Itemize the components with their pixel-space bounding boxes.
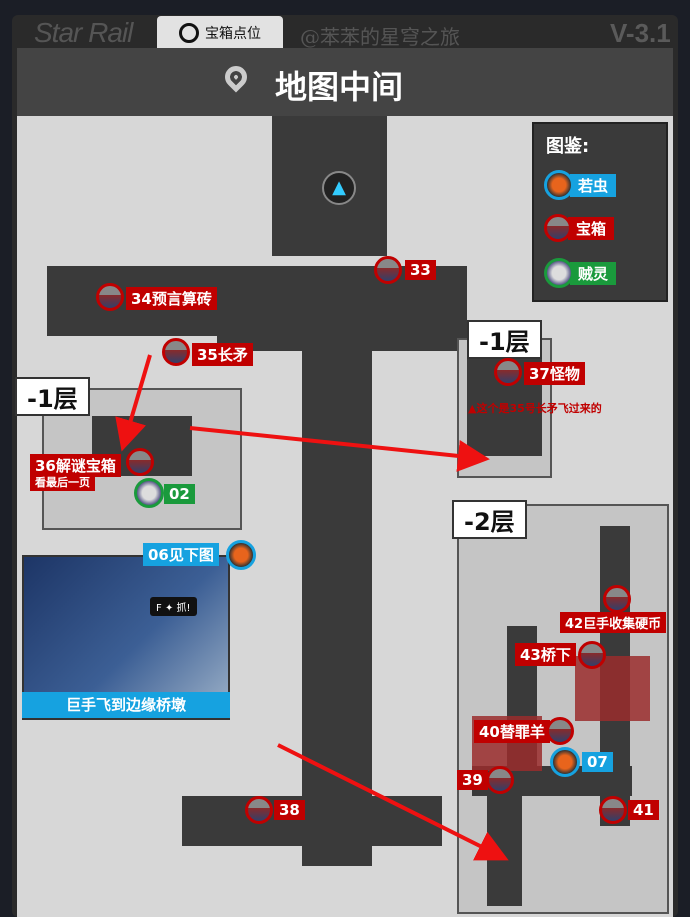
marker-02[interactable]: 02: [164, 484, 195, 504]
corridor: [217, 266, 467, 351]
route-arrow: [115, 354, 152, 452]
marker-07[interactable]: 07: [582, 752, 613, 772]
chest-icon[interactable]: [546, 717, 574, 745]
legend-label: 贼灵: [570, 261, 617, 285]
route-arrow: [189, 426, 490, 472]
screenshot-caption: 巨手飞到边缘桥墩: [22, 692, 230, 718]
chest-icon[interactable]: [603, 585, 631, 613]
chest-icon[interactable]: [162, 338, 190, 366]
legend-item-ghost: 贼灵: [544, 258, 617, 288]
version-label: V-3.1: [610, 18, 671, 48]
marker-43[interactable]: 43桥下: [515, 643, 576, 666]
chest-icon[interactable]: [486, 766, 514, 794]
legend-item-nymph: 若虫: [544, 170, 617, 200]
route-arrow: [277, 743, 509, 861]
marker-40[interactable]: 40替罪羊: [474, 720, 550, 743]
tab-label: 宝箱点位: [205, 25, 261, 42]
note-text: ▲这个是35号长矛飞过来的: [468, 402, 602, 415]
author-watermark: @苯苯的星穹之旅: [300, 25, 460, 49]
chest-icon[interactable]: [494, 358, 522, 386]
legend-label: 若虫: [570, 173, 617, 197]
legend-title: 图鉴:: [546, 136, 590, 157]
tab-chest-locations[interactable]: 宝箱点位: [157, 16, 283, 49]
chest-icon: [544, 214, 572, 242]
game-logo-icon: [179, 22, 199, 43]
corridor: [302, 346, 372, 866]
marker-36[interactable]: 36解谜宝箱: [30, 454, 121, 477]
ghost-icon[interactable]: [134, 478, 164, 508]
key-hint: F: [156, 603, 162, 614]
chest-icon[interactable]: [245, 796, 273, 824]
chest-icon[interactable]: [374, 256, 402, 284]
brand-logo: Star Rail: [34, 17, 133, 48]
legend-label: 宝箱: [568, 216, 615, 240]
marker-42[interactable]: 42巨手收集硬币: [560, 612, 667, 633]
floor-label-minus2: -2层: [452, 500, 527, 539]
floor-label-minus1: -1层: [467, 320, 542, 359]
marker-06[interactable]: 06见下图: [143, 543, 219, 566]
marker-41[interactable]: 41: [628, 800, 659, 820]
marker-34[interactable]: 34预言算砖: [126, 287, 217, 310]
legend: 图鉴: 若虫 宝箱 贼灵: [532, 122, 668, 302]
prompt-text: 抓!: [176, 603, 191, 614]
beetle-icon: [544, 170, 574, 200]
chest-icon[interactable]: [599, 796, 627, 824]
chest-icon[interactable]: [126, 448, 154, 476]
beetle-icon[interactable]: [226, 540, 256, 570]
chest-icon[interactable]: [578, 641, 606, 669]
marker-36-note: 看最后一页: [30, 473, 95, 491]
marker-39[interactable]: 39: [457, 770, 488, 790]
beetle-icon[interactable]: [550, 747, 580, 777]
player-navigation-icon[interactable]: ▲: [322, 171, 356, 205]
ghost-icon: [544, 258, 574, 288]
page-title: 地图中间: [275, 68, 404, 106]
marker-37[interactable]: 37怪物: [524, 362, 585, 385]
chest-icon[interactable]: [96, 283, 124, 311]
marker-33[interactable]: 33: [405, 260, 436, 280]
marker-35[interactable]: 35长矛: [192, 343, 253, 366]
legend-item-chest: 宝箱: [544, 214, 615, 242]
grab-prompt: F ✦ 抓!: [150, 597, 197, 616]
marker-38[interactable]: 38: [274, 800, 305, 820]
floor-label-minus1: -1层: [15, 377, 90, 416]
title-bar: [17, 48, 673, 116]
